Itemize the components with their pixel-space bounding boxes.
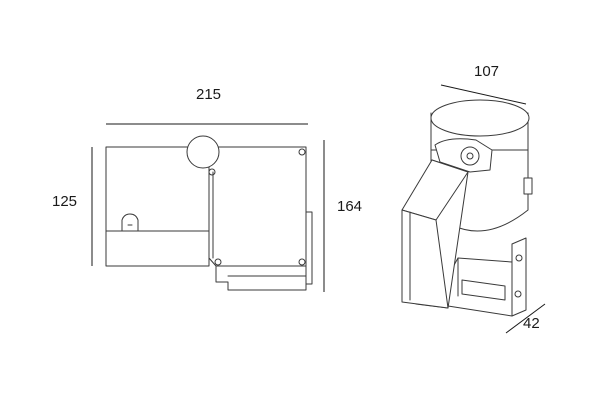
side-plate bbox=[208, 146, 307, 267]
side-hinge-circle bbox=[186, 135, 220, 169]
dimension-height-body-label: 125 bbox=[52, 193, 78, 210]
dimension-lines bbox=[91, 84, 546, 334]
side-screw-top-right bbox=[298, 148, 306, 156]
dimension-width-label: 215 bbox=[196, 86, 222, 103]
iso-hinge-pin bbox=[460, 146, 480, 166]
dim-line-diameter bbox=[440, 84, 527, 105]
side-notch bbox=[121, 213, 139, 232]
iso-back-plate bbox=[511, 237, 527, 317]
iso-plate-hole-2 bbox=[514, 290, 522, 298]
iso-bracket-slot bbox=[461, 279, 506, 301]
side-housing bbox=[105, 146, 210, 267]
iso-plate-hole-1 bbox=[515, 254, 523, 262]
dim-line-depth bbox=[505, 303, 546, 334]
side-bottom-bracket bbox=[215, 265, 307, 291]
iso-cylinder-top bbox=[430, 99, 530, 137]
dimension-depth-label: 42 bbox=[523, 315, 540, 332]
side-back-plate bbox=[305, 211, 313, 285]
iso-front-box-face bbox=[401, 209, 449, 309]
side-screw-mid-left bbox=[208, 168, 216, 176]
perspective-view bbox=[401, 99, 533, 317]
dimension-height-total-label: 164 bbox=[337, 198, 363, 215]
side-screw-bottom-left bbox=[214, 258, 222, 266]
dimension-diameter-label: 107 bbox=[474, 63, 500, 80]
side-screw-bottom-right bbox=[298, 258, 306, 266]
iso-hinge-pin-inner bbox=[466, 152, 474, 160]
iso-side-knob bbox=[523, 177, 533, 195]
side-view bbox=[105, 135, 313, 291]
